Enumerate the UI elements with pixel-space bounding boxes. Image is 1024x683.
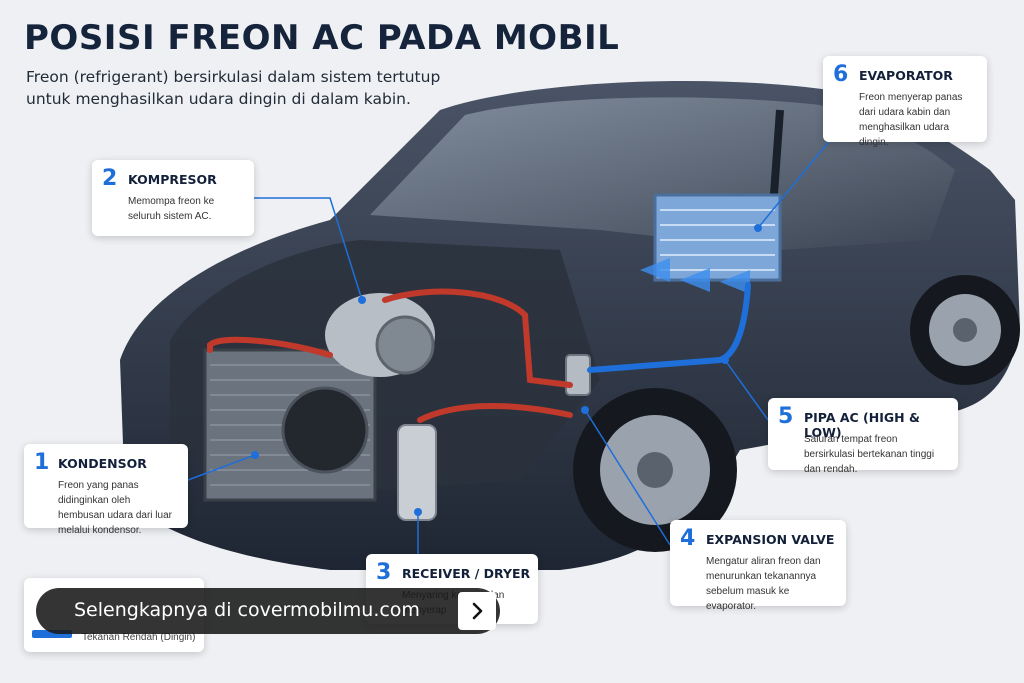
callout-description: Memompa freon ke seluruh sistem AC. bbox=[128, 196, 215, 222]
callout-number: 5 bbox=[778, 404, 794, 429]
front-wheel bbox=[573, 388, 737, 552]
low-pressure-swatch bbox=[32, 630, 72, 638]
page-subtitle: Freon (refrigerant) bersirkulasi dalam s… bbox=[26, 68, 441, 108]
callout-number: 2 bbox=[102, 166, 118, 191]
callout-description: Mengatur aliran freon dan menurunkan tek… bbox=[706, 556, 821, 612]
receiver-dryer-unit bbox=[397, 424, 437, 521]
callout-heading: EXPANSION VALVE bbox=[706, 532, 835, 547]
low-pressure-pipes bbox=[587, 282, 751, 373]
next-button[interactable] bbox=[458, 592, 496, 630]
source-banner[interactable]: Selengkapnya di covermobilmu.com bbox=[36, 588, 500, 634]
chevron-right-icon bbox=[472, 602, 483, 620]
callout-heading: PIPA AC (HIGH & LOW) bbox=[804, 410, 920, 440]
leader-lines bbox=[187, 139, 831, 554]
car-windows bbox=[370, 97, 955, 250]
callout-expansion-valve: 4 EXPANSION VALVE Mengatur aliran freon … bbox=[670, 520, 846, 612]
callout-number: 3 bbox=[376, 560, 392, 585]
callout-heading: RECEIVER / DRYER bbox=[402, 566, 531, 581]
callout-kondensor: 1 KONDENSOR Freon yang panas didinginkan… bbox=[24, 444, 188, 536]
rear-wheel bbox=[910, 275, 1020, 385]
callout-evaporator: 6 EVAPORATOR Freon menyerap panas dari u… bbox=[823, 56, 987, 148]
callout-heading: KONDENSOR bbox=[58, 456, 147, 471]
callout-description: Freon menyerap panas dari udara kabin da… bbox=[859, 92, 963, 148]
evaporator-unit bbox=[640, 193, 782, 294]
callout-description: Saluran tempat freon bersirkulasi bertek… bbox=[804, 434, 935, 475]
expansion-valve-unit bbox=[565, 354, 591, 396]
callout-heading: EVAPORATOR bbox=[859, 68, 953, 83]
leader-dots bbox=[251, 224, 762, 516]
callout-number: 4 bbox=[680, 526, 696, 551]
page-title: POSISI FREON AC PADA MOBIL bbox=[24, 18, 620, 58]
callout-kompresor: 2 KOMPRESOR Memompa freon ke seluruh sis… bbox=[92, 160, 254, 236]
condenser-unit bbox=[203, 348, 377, 502]
legend-low-label: Tekanan Rendah (Dingin) bbox=[82, 632, 196, 643]
callout-pipa-ac: 5 PIPA AC (HIGH & LOW) Saluran tempat fr… bbox=[768, 398, 958, 475]
high-pressure-pipes bbox=[207, 288, 573, 423]
callout-heading: KOMPRESOR bbox=[128, 172, 217, 187]
banner-text: Selengkapnya di covermobilmu.com bbox=[74, 599, 420, 621]
callout-number: 1 bbox=[34, 450, 50, 475]
callout-description: Freon yang panas didinginkan oleh hembus… bbox=[58, 480, 172, 536]
compressor-unit bbox=[325, 293, 435, 377]
callout-number: 6 bbox=[833, 62, 849, 87]
